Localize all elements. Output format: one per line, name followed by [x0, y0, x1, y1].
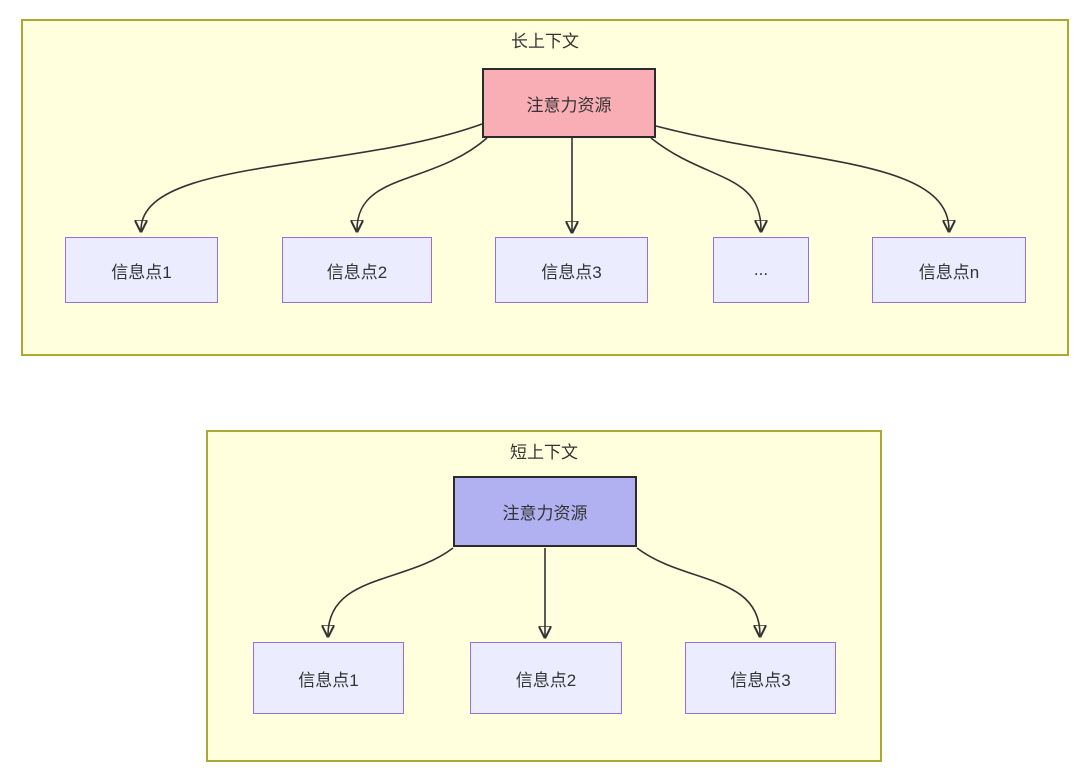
short-info-point-3: 信息点3 [685, 642, 836, 714]
long-info-point-2: 信息点2 [282, 237, 432, 303]
long-info-point-3: 信息点3 [495, 237, 648, 303]
long-info-point-n: 信息点n [872, 237, 1026, 303]
short-attention-resource-node: 注意力资源 [453, 476, 637, 547]
long-info-point-1: 信息点1 [65, 237, 218, 303]
short-info-point-2: 信息点2 [470, 642, 622, 714]
short-info-point-1: 信息点1 [253, 642, 404, 714]
long-info-point-ellipsis: ... [713, 237, 809, 303]
long-context-title: 长上下文 [511, 32, 579, 51]
short-context-title: 短上下文 [510, 443, 578, 462]
long-attention-resource-node: 注意力资源 [482, 68, 656, 138]
